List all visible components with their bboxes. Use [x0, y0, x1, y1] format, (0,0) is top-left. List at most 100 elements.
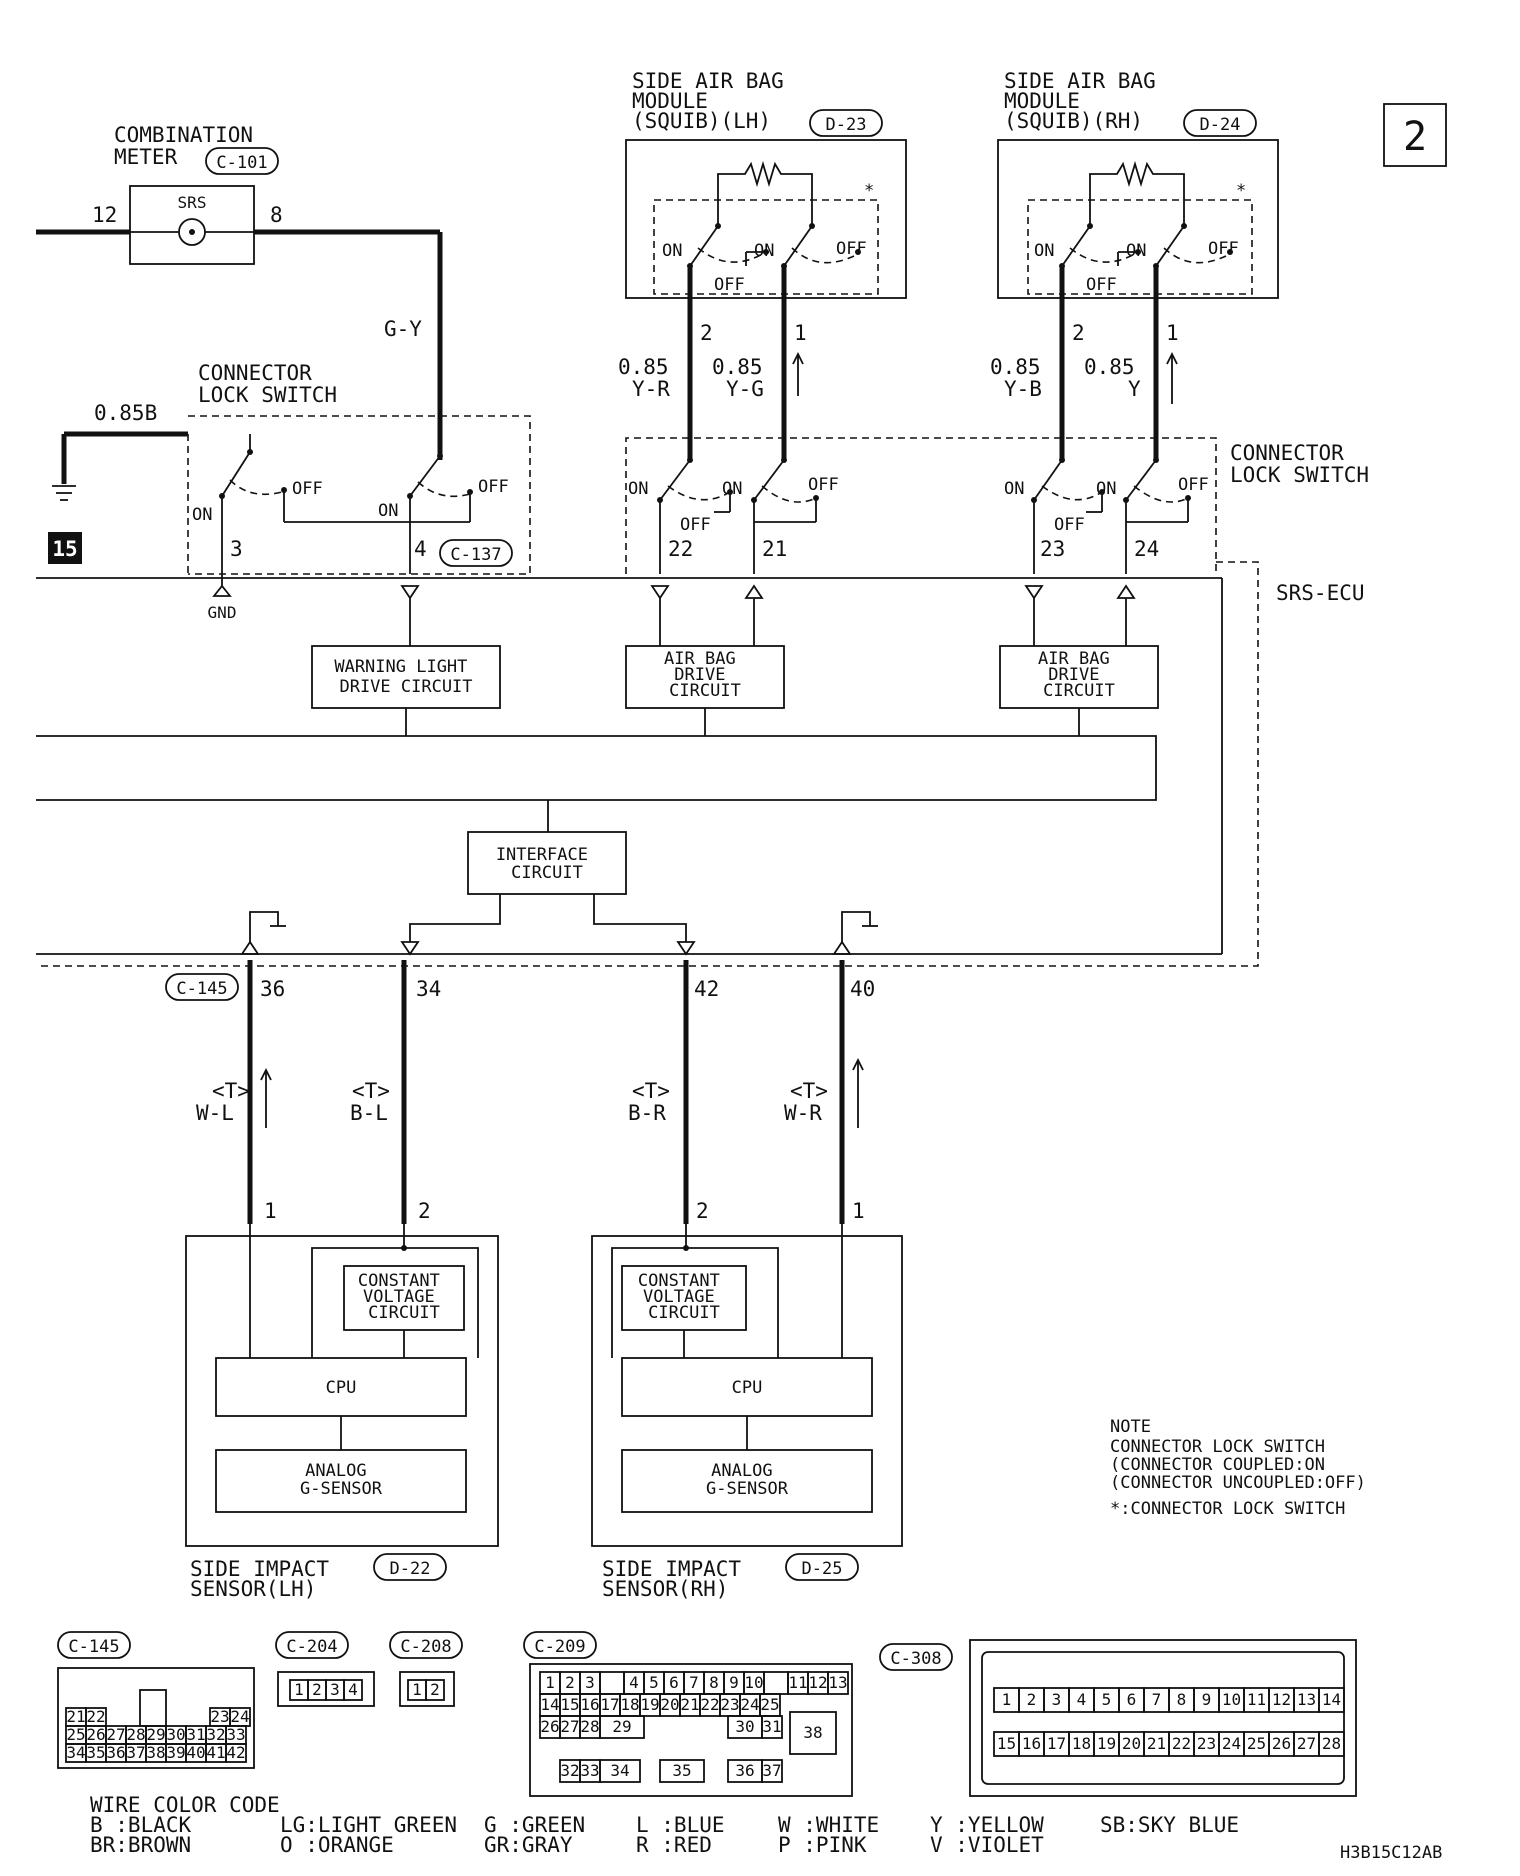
airbag-rh-on2: ON [1126, 241, 1146, 261]
connector-lock-switch-left-title: CONNECTOR LOCK SWITCH [198, 361, 337, 407]
c208-view-badge [389, 1631, 463, 1659]
c145-pin-24-num: 24 [230, 1707, 249, 1726]
c209-pin-26-num: 26 [540, 1717, 559, 1736]
c209-view-label: C-209 [534, 1637, 585, 1657]
wire-color-code-title: WIRE COLOR CODE [90, 1793, 280, 1817]
sis-rh-pin-1: 1 [852, 1199, 865, 1223]
c208-housing [399, 1671, 455, 1707]
d25-label: D-25 [802, 1559, 843, 1579]
c209-pin-36-num: 36 [735, 1761, 754, 1780]
wire-color-code-entry: P :PINK [778, 1833, 867, 1857]
abd-rh-l3: CIRCUIT [1043, 681, 1115, 701]
c308-pin-1-num: 1 [1002, 1690, 1012, 1709]
c209-pin-18-num: 18 [620, 1695, 639, 1714]
c209-pin-6-num: 6 [669, 1673, 679, 1692]
wire-color-code-entry: L :BLUE [636, 1813, 725, 1837]
c308-pin-18-num: 18 [1072, 1734, 1091, 1753]
c209-pin-16-num: 16 [580, 1695, 599, 1714]
abd-lh-text: AIR BAG DRIVE CIRCUIT [664, 649, 746, 701]
c145-pin-38-num: 38 [146, 1743, 165, 1762]
cls-right-rh-off2: OFF [1054, 515, 1085, 535]
airbag-rh-star: * [1236, 181, 1246, 201]
rh-pin1-size: 0.85 [1084, 355, 1135, 379]
c145-pin-30-num: 30 [166, 1725, 185, 1744]
page-number-box [1383, 103, 1447, 167]
rh-pin2-color: Y-B [1004, 377, 1042, 401]
wire-color-code-entry: R :RED [636, 1833, 712, 1857]
warning-light-drive-text: WARNING LIGHT DRIVE CIRCUIT [334, 657, 477, 697]
ecu-internal-bus [36, 735, 1157, 801]
cls-left-a-on: ON [192, 505, 212, 525]
airbag-rh-l3: (SQUIB)(RH) [1004, 109, 1143, 133]
ecu-pin-21: 21 [762, 537, 787, 561]
c145-pin-39-num: 39 [166, 1743, 185, 1762]
wire-color-code-entry: V :VIOLET [930, 1833, 1044, 1857]
c209-pin-13 [827, 1671, 849, 1695]
c204-view-badge [275, 1631, 349, 1659]
c209-pin-34 [599, 1759, 641, 1783]
wire-color-code-entry: O :ORANGE [280, 1833, 394, 1857]
c308-pin-9-num: 9 [1202, 1690, 1212, 1709]
c209-pin-13-num: 13 [828, 1673, 847, 1692]
c308-pin-24-num: 24 [1222, 1734, 1241, 1753]
ags-rh-text: ANALOG G-SENSOR [706, 1461, 789, 1499]
side-impact-sensor-lh-box [185, 1235, 499, 1547]
c209-pin-19-num: 19 [640, 1695, 659, 1714]
ecu-pin-40: 40 [850, 977, 875, 1001]
c145-pin-36-num: 36 [106, 1743, 125, 1762]
c101-label: C-101 [216, 153, 267, 173]
c308-pin-26-num: 26 [1272, 1734, 1291, 1753]
airbag-lh-title: SIDE AIR BAG MODULE (SQUIB)(LH) [632, 69, 796, 133]
ecu-pin-42: 42 [694, 977, 719, 1001]
cls-right-l2: LOCK SWITCH [1230, 463, 1369, 487]
c308-view-badge [879, 1643, 953, 1671]
abd-lh-l2: DRIVE [674, 665, 725, 685]
airbag-lh-box [625, 139, 907, 299]
c209-pin-37 [761, 1759, 783, 1783]
c145-pin-42 [225, 1743, 247, 1763]
srs-ecu-label: SRS-ECU [1276, 581, 1365, 605]
sis-rh-l1: SIDE IMPACT [602, 1557, 741, 1581]
c209-pin-38 [789, 1711, 837, 1755]
combination-meter-title: COMBINATION METER [114, 123, 266, 169]
ecu-pin-24: 24 [1134, 537, 1159, 561]
abd-lh-l3: CIRCUIT [669, 681, 741, 701]
airbag-lh-off1: OFF [836, 239, 867, 259]
abd-lh-l1: AIR BAG [664, 649, 736, 669]
w40-color: W-R [784, 1101, 822, 1125]
sis-lh-title: SIDE IMPACT SENSOR(LH) [190, 1557, 342, 1601]
sis-rh-title: SIDE IMPACT SENSOR(RH) [602, 1557, 754, 1601]
analog-g-sensor-rh [621, 1449, 873, 1513]
cvc-rh-text: CONSTANT VOLTAGE CIRCUIT [638, 1271, 730, 1323]
cpu-rh [621, 1357, 873, 1417]
airbag-lh-on2: ON [754, 241, 774, 261]
c145-view-badge [57, 1631, 131, 1659]
c209-pin-24-num: 24 [740, 1695, 759, 1714]
c137-badge [439, 539, 513, 567]
cvc-rh-l3: CIRCUIT [648, 1303, 720, 1323]
w36-twisted: <T> [212, 1079, 250, 1103]
cvc-rh-l2: VOLTAGE [643, 1287, 715, 1307]
w34-twisted: <T> [352, 1079, 390, 1103]
side-impact-sensor-rh-box [591, 1235, 903, 1547]
wire-color-code-entry: GR:GRAY [484, 1833, 573, 1857]
c208-pin-2-num: 2 [430, 1680, 440, 1699]
ecu-gnd-label: GND [208, 603, 237, 622]
airbag-lh-pin-2: 2 [700, 321, 713, 345]
abd-rh-l1: AIR BAG [1038, 649, 1110, 669]
airbag-rh-off1: OFF [1208, 239, 1239, 259]
c308-pin-7-num: 7 [1152, 1690, 1162, 1709]
c145-pin-31-num: 31 [186, 1725, 205, 1744]
cls-right-lh-off2: OFF [680, 515, 711, 535]
c308-pin-25-num: 25 [1247, 1734, 1266, 1753]
w42-color: B-R [628, 1101, 666, 1125]
cls-left-a-off: OFF [292, 479, 323, 499]
c308-pin-15-num: 15 [997, 1734, 1016, 1753]
interface-text: INTERFACE CIRCUIT [496, 845, 598, 883]
c209-pin-33-num: 33 [580, 1761, 599, 1780]
c204-pin-3-num: 3 [330, 1680, 340, 1699]
cls-right-lh-off1: OFF [808, 475, 839, 495]
rh-pin1-color: Y [1128, 377, 1141, 401]
wire-color-code-entry: BR:BROWN [90, 1833, 191, 1857]
